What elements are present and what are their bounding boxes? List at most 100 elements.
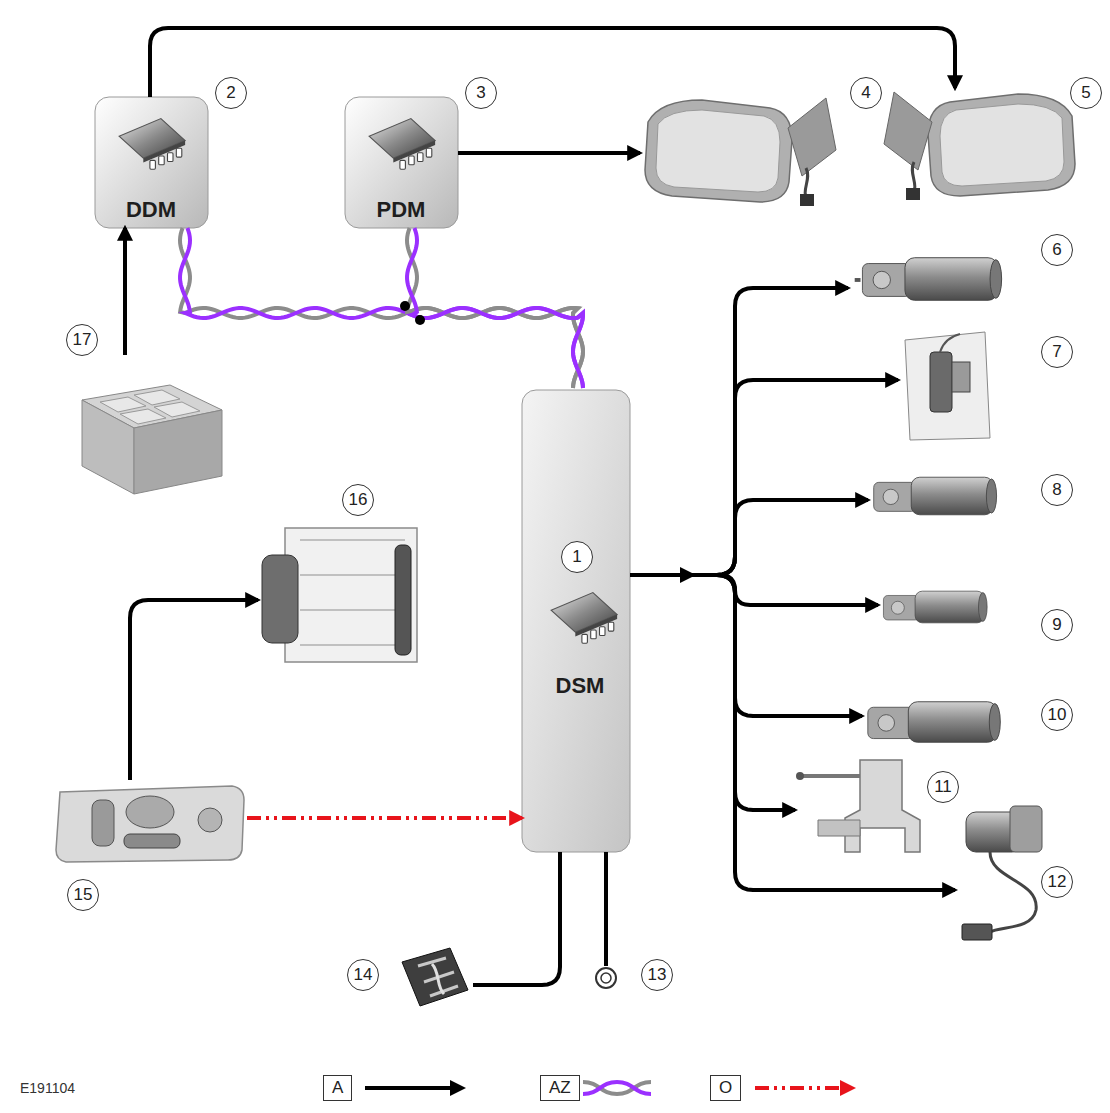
door-mirror: 5: [882, 88, 1078, 206]
switch-signal: [247, 818, 522, 819]
bus-strand: [407, 228, 583, 388]
switch-pack: [82, 385, 222, 494]
seat-back-frame: [395, 545, 411, 655]
lumbar-motor: [905, 332, 990, 440]
switch-pack: [134, 390, 180, 405]
seat-back-frame: [262, 528, 417, 662]
seat-back-frame: 16: [258, 520, 423, 668]
legend-sample: [840, 1080, 856, 1096]
wire-line: [630, 575, 878, 605]
hardwired-connector: [458, 153, 640, 154]
switch-pack: [120, 409, 166, 424]
module-housing: [119, 119, 185, 170]
seat-motor: 6: [848, 245, 1018, 313]
seat-back-frame: [285, 528, 417, 662]
seat-switch: [198, 808, 222, 832]
bus-strand: [407, 228, 583, 388]
callout-number: 11: [927, 771, 959, 803]
lumbar-motor: [940, 334, 960, 352]
wire-line: [630, 575, 795, 810]
control-module: DDM2: [95, 97, 208, 228]
hardwired-connector: [473, 852, 560, 985]
hardwired-connector: [630, 380, 898, 575]
seat-switch: 15: [55, 780, 247, 865]
ground-point: 13: [594, 966, 618, 990]
bus-strand: [180, 228, 583, 388]
seat-motor: [855, 258, 1002, 743]
seat-back-frame: [300, 540, 405, 645]
seat-motor: 10: [862, 690, 1007, 755]
module-name: PDM: [377, 197, 426, 223]
door-mirror: 4: [640, 95, 838, 207]
wire-line: [123, 228, 127, 355]
switch-pack: [100, 397, 146, 412]
door-mirror: [645, 100, 792, 202]
fuse: 14: [398, 945, 473, 1013]
seat-back-frame: [262, 555, 298, 643]
module-housing: [369, 119, 435, 170]
callout-number: 12: [1041, 866, 1073, 898]
seat-switch: [56, 786, 244, 862]
callout-number: 4: [850, 77, 882, 109]
ground-point: [596, 968, 616, 988]
door-mirror: [884, 92, 932, 170]
module-name: DDM: [126, 197, 176, 223]
callout-number: 9: [1041, 609, 1073, 641]
door-mirror: [928, 94, 1075, 196]
module-housing: [95, 97, 630, 852]
junction-mark: [415, 315, 425, 325]
figure-code: E191104: [20, 1080, 75, 1096]
recline-motor: [962, 806, 1042, 940]
hardwired-connector: [630, 288, 848, 575]
legend-sample: [365, 1086, 452, 1090]
seat-switch: [56, 786, 244, 862]
switch-pack: [154, 402, 200, 417]
height-bracket: 11: [795, 752, 925, 857]
ground-point: [596, 968, 616, 988]
bus-twisted-pair: [180, 228, 583, 388]
switch-signal-line: [247, 816, 522, 820]
connector-group: [125, 28, 955, 985]
switch-pack: [134, 410, 222, 494]
switch-pack: [100, 390, 200, 424]
seat-switch: [126, 796, 174, 828]
door-mirror: [940, 104, 1064, 186]
callout-number: 1: [561, 541, 593, 573]
callout-number: 10: [1041, 699, 1073, 731]
legend-key: AZ: [540, 1075, 580, 1101]
door-mirror: [788, 98, 836, 176]
junction-mark: [400, 301, 696, 583]
callout-number: 7: [1041, 336, 1073, 368]
legend-entry: AZ: [540, 1075, 580, 1101]
height-bracket: [796, 760, 920, 852]
bus-strand: [180, 228, 583, 388]
junction-mark: [400, 301, 410, 311]
legend-key: A: [323, 1075, 352, 1101]
callout-number: 8: [1041, 474, 1073, 506]
bus-twisted-pair: [407, 228, 583, 388]
hardwired-connector: [150, 28, 955, 97]
seat-switch: [92, 800, 114, 846]
module-name: DSM: [556, 673, 605, 699]
module-housing: [95, 97, 208, 228]
junction-mark: [680, 567, 696, 583]
lumbar-motor: 7: [898, 325, 993, 445]
door-mirror: [884, 92, 1075, 200]
door-mirror: [645, 98, 836, 206]
legend-key: O: [710, 1075, 741, 1101]
seat-motor: 8: [868, 462, 1003, 532]
hardwired-connector: [630, 575, 955, 890]
seat-motor: [860, 702, 1000, 742]
wire-line: [473, 852, 560, 985]
fuse: [402, 948, 468, 1006]
callout-number: 14: [347, 959, 379, 991]
seat-motor: [855, 258, 1002, 301]
fuse: [418, 958, 458, 996]
legend-sample: [450, 1080, 466, 1096]
hardwired-connector: [125, 228, 126, 355]
module-housing: [345, 97, 458, 228]
